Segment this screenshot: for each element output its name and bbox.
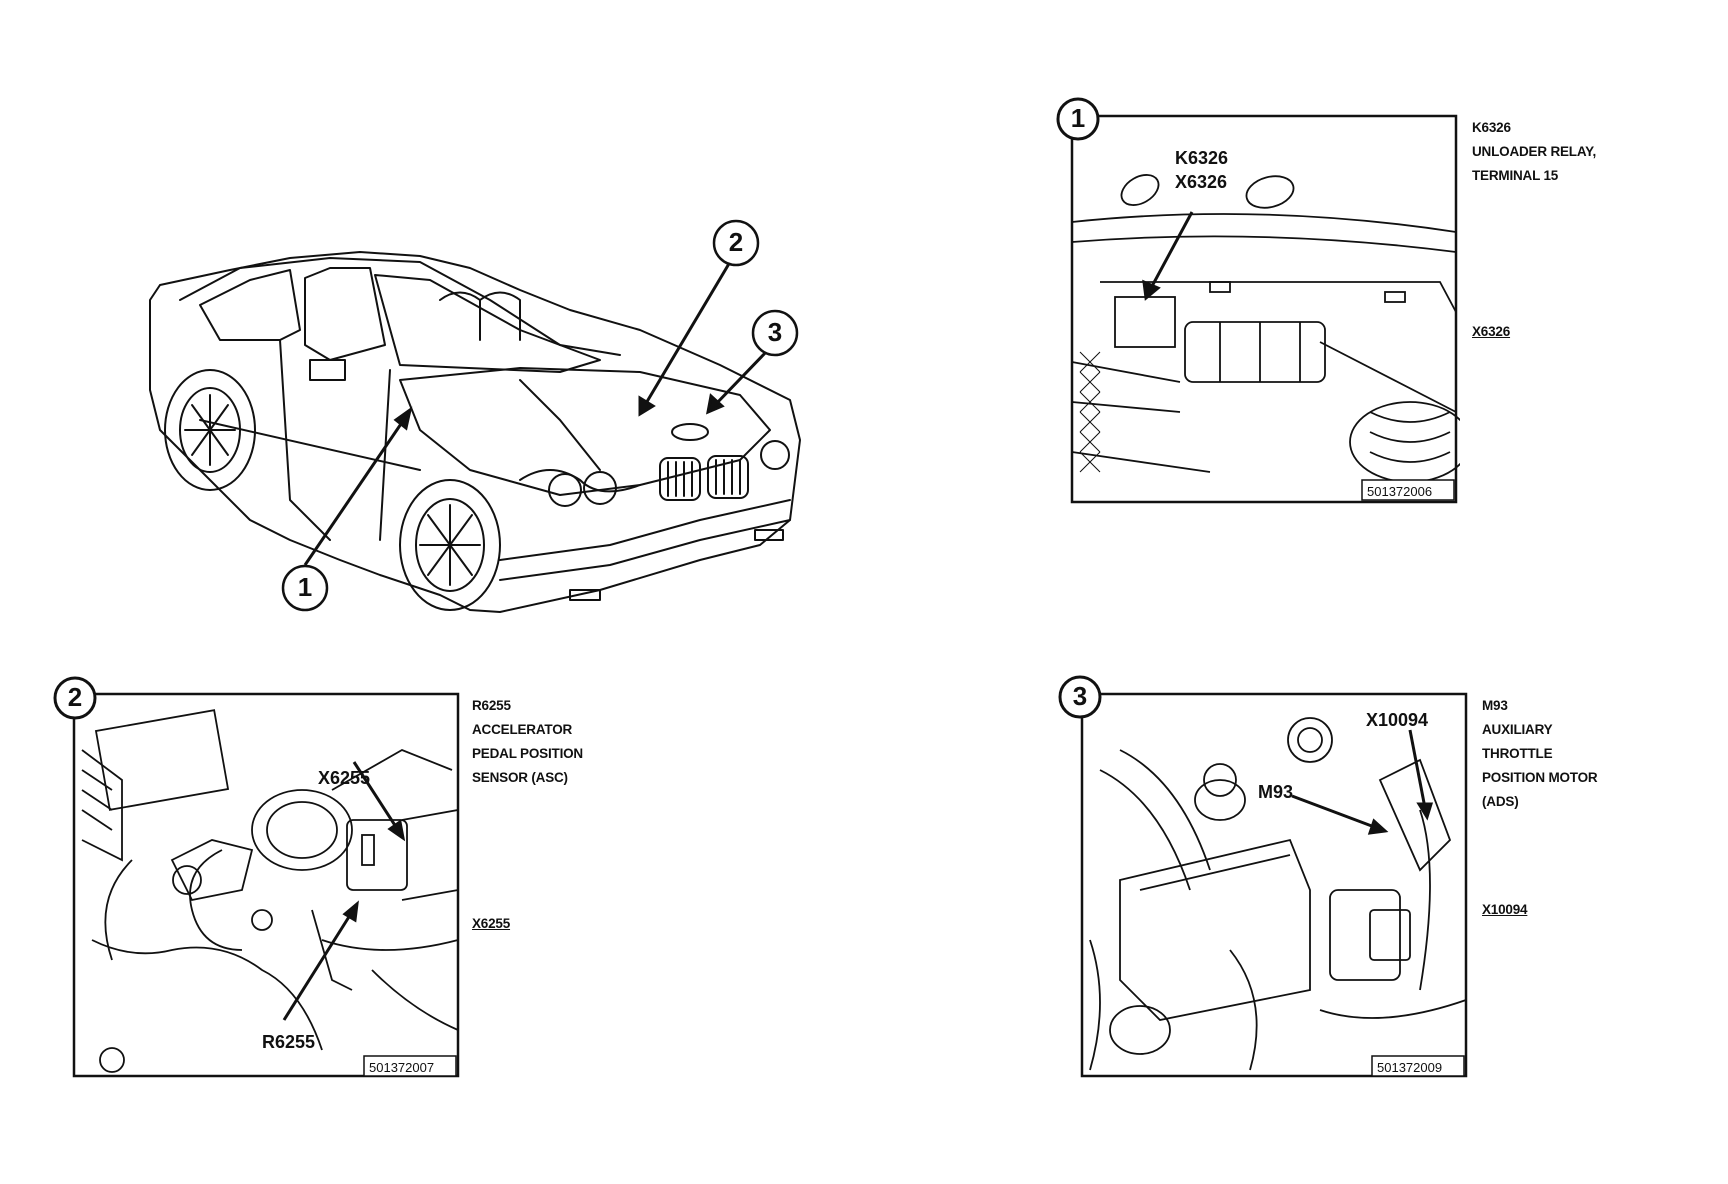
panel-1-figure-number: 501372006 [1367, 484, 1433, 499]
panel-3-component-desc-4: (ADS) [1482, 794, 1519, 809]
panel-3-connector-id: X10094 [1482, 902, 1528, 917]
panel-1-component-desc-1: UNLOADER RELAY, [1472, 144, 1597, 159]
panel-2-component-desc-3: SENSOR (ASC) [472, 770, 568, 785]
panel-1-callout-component: K6326 [1175, 148, 1229, 168]
panel-2-badge: 2 [52, 675, 98, 721]
panel-3-drawing [1080, 692, 1468, 1078]
panel-1-badge-number: 1 [1070, 103, 1086, 133]
panel-1-badge: 1 [1055, 96, 1101, 142]
panel-1-legend: K6326 UNLOADER RELAY, TERMINAL 15 [1472, 116, 1596, 188]
panel-1-connector-id: X6326 [1472, 324, 1511, 339]
overview-callout-2: 2 [728, 227, 744, 257]
panel-2-figure-number: 501372007 [369, 1060, 435, 1075]
panel-2-connector-id: X6255 [472, 916, 511, 931]
panel-1-component-id: K6326 [1472, 120, 1511, 135]
panel-3-component-desc-3: POSITION MOTOR [1482, 770, 1598, 785]
panel-3-badge-number: 3 [1072, 681, 1088, 711]
panel-2-component-id: R6255 [472, 698, 511, 713]
panel-2-callout-component: R6255 [262, 1032, 316, 1052]
overview-callout-3: 3 [767, 317, 783, 347]
panel-3-component-desc-1: AUXILIARY [1482, 722, 1553, 737]
detail-panel-2: X6255 R6255 501372007 [72, 690, 462, 1080]
panel-2-drawing [72, 692, 460, 1078]
panel-2-component-desc-1: ACCELERATOR [472, 722, 573, 737]
panel-1-drawing [1070, 114, 1460, 504]
panel-3-badge: 3 [1057, 674, 1103, 720]
panel-1-callout-connector: X6326 [1175, 172, 1228, 192]
detail-panel-3: X10094 M93 501372009 [1080, 690, 1470, 1080]
panel-3-legend: M93 AUXILIARY THROTTLE POSITION MOTOR (A… [1482, 694, 1598, 814]
overview-callout-1: 1 [297, 572, 313, 602]
panel-3-component-id: M93 [1482, 698, 1508, 713]
panel-2-legend: R6255 ACCELERATOR PEDAL POSITION SENSOR … [472, 694, 583, 790]
panel-3-callout-component: M93 [1258, 782, 1294, 802]
panel-2-callout-connector: X6255 [318, 768, 371, 788]
car-drawing [149, 219, 801, 613]
panel-2-component-desc-2: PEDAL POSITION [472, 746, 583, 761]
panel-3-callout-connector: X10094 [1366, 710, 1429, 730]
panel-2-badge-number: 2 [67, 682, 83, 712]
panel-3-figure-number: 501372009 [1377, 1060, 1443, 1075]
car-overview: 1 2 3 [0, 0, 900, 640]
detail-panel-1: K6326 X6326 501372006 [1070, 112, 1460, 504]
panel-1-component-desc-2: TERMINAL 15 [1472, 168, 1559, 183]
panel-3-component-desc-2: THROTTLE [1482, 746, 1553, 761]
